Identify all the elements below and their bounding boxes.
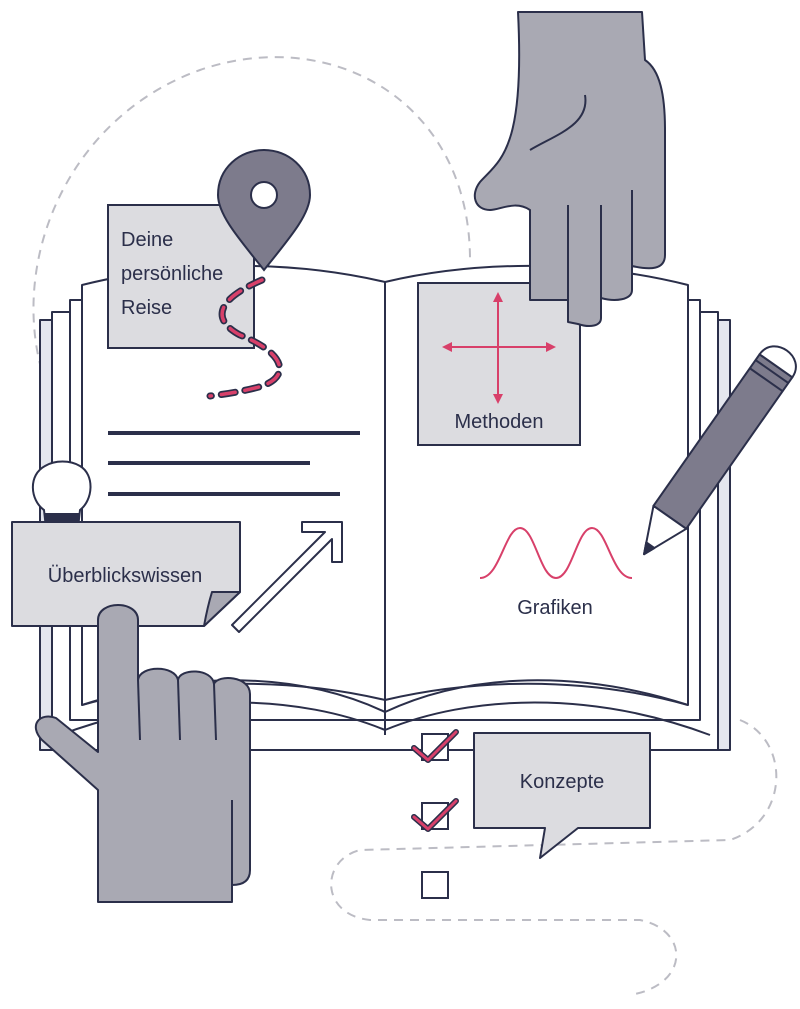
- four-way-arrow-icon: [442, 292, 556, 404]
- pointing-hand-icon: [473, 11, 666, 327]
- overview-note: [11, 521, 241, 627]
- pointing-hand-icon: [35, 604, 251, 903]
- concepts-label: Konzepte: [520, 771, 605, 793]
- methods-panel: Methoden: [417, 282, 581, 446]
- sine-wave-icon: [479, 526, 633, 580]
- graphics-label: Grafiken: [517, 597, 593, 619]
- checkmark-icon: [412, 799, 458, 831]
- checklist: [411, 729, 459, 899]
- journey-label-line2: persönliche: [121, 263, 223, 285]
- journey-route: [206, 276, 284, 400]
- journey-note: Deine persönliche Reise: [107, 204, 255, 349]
- map-pin-icon: [216, 148, 312, 272]
- diagonal-arrow-icon: [231, 521, 343, 633]
- journey-label-line3: Reise: [121, 297, 172, 319]
- concepts-speech-bubble: [473, 732, 651, 859]
- checkbox-icon: [421, 871, 449, 899]
- methods-label: Methoden: [455, 411, 544, 433]
- dashed-background-paths: [32, 56, 778, 996]
- journey-label-line1: Deine: [121, 229, 173, 251]
- overview-label: Überblickswissen: [48, 565, 203, 587]
- text-lines: [108, 431, 360, 496]
- checkmark-icon: [412, 730, 458, 762]
- pencil-icon: [643, 345, 797, 556]
